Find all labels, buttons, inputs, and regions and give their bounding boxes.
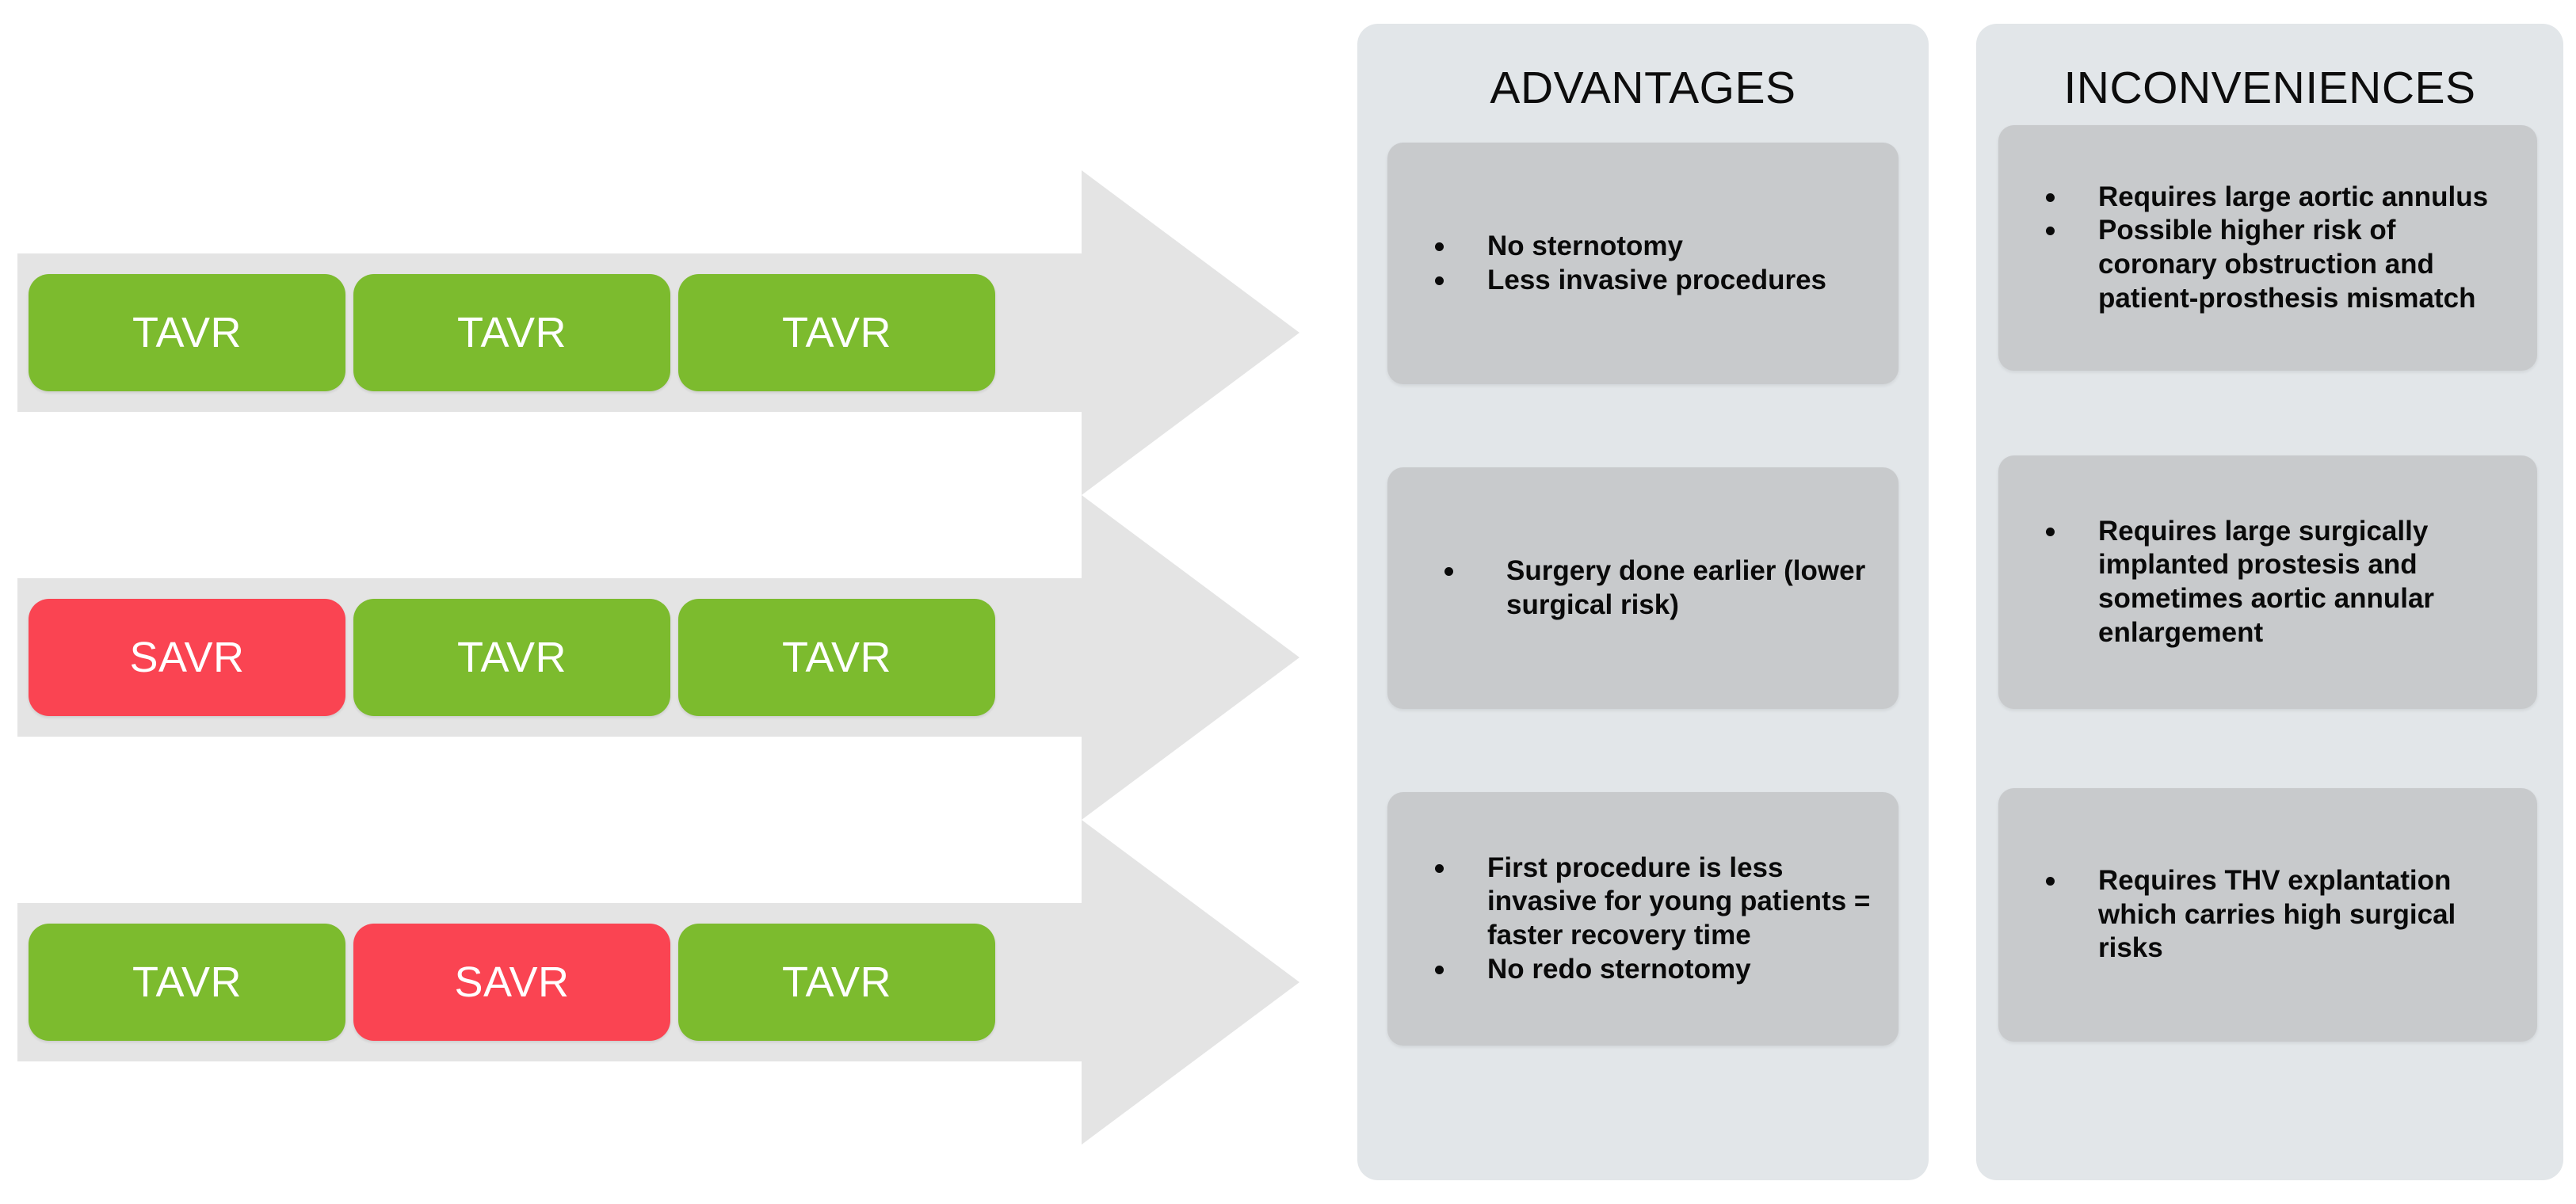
advantages-cell: Surgery done earlier (lower surgical ris…	[1387, 467, 1899, 709]
pathway-step-pill[interactable]: TAVR	[29, 274, 345, 391]
inconveniences-panel: INCONVENIENCES Requires large aortic ann…	[1976, 24, 2563, 1180]
bullet-list: No sternotomy Less invasive procedures	[1387, 230, 1899, 297]
advantages-cell: No sternotomy Less invasive procedures	[1387, 143, 1899, 384]
pathway-step-pill[interactable]: SAVR	[353, 924, 670, 1041]
inconveniences-cell: Requires large aortic annulus Possible h…	[1998, 125, 2537, 371]
bullet-list: Requires large aortic annulus Possible h…	[1998, 181, 2537, 316]
pathway-step-pill[interactable]: TAVR	[678, 599, 995, 716]
bullet-item: Requires THV explantation which carries …	[2046, 864, 2517, 966]
pathway-step-pill[interactable]: SAVR	[29, 599, 345, 716]
pathway-row-1: TAVR TAVR TAVR	[0, 170, 1315, 495]
pathway-step-pill[interactable]: TAVR	[678, 274, 995, 391]
bullet-item: Surgery done earlier (lower surgical ris…	[1444, 554, 1878, 622]
bullet-list: Requires THV explantation which carries …	[1998, 864, 2537, 966]
bullet-item: Requires large surgically implanted pros…	[2046, 515, 2517, 650]
bullet-item: No redo sternotomy	[1435, 953, 1878, 987]
bullet-item: Requires large aortic annulus	[2046, 181, 2517, 215]
pathway-steps-2: SAVR TAVR TAVR	[17, 578, 1064, 737]
advantages-panel: ADVANTAGES No sternotomy Less invasive p…	[1357, 24, 1929, 1180]
bullet-item: Possible higher risk of coronary obstruc…	[2046, 214, 2517, 315]
bullet-list: First procedure is less invasive for you…	[1387, 852, 1899, 987]
advantages-title: ADVANTAGES	[1490, 63, 1796, 113]
bullet-list: Surgery done earlier (lower surgical ris…	[1387, 554, 1899, 622]
pathway-step-pill[interactable]: TAVR	[29, 924, 345, 1041]
pathway-row-2: SAVR TAVR TAVR	[0, 495, 1315, 820]
pathway-step-pill[interactable]: TAVR	[353, 599, 670, 716]
bullet-item: First procedure is less invasive for you…	[1435, 852, 1878, 953]
treatment-pathways: TAVR TAVR TAVR SAVR TAVR TAVR TAVR SAVR …	[0, 170, 1315, 1145]
pathway-row-3: TAVR SAVR TAVR	[0, 820, 1315, 1145]
inconveniences-title: INCONVENIENCES	[2063, 63, 2476, 113]
bullet-item: Less invasive procedures	[1435, 264, 1878, 298]
inconveniences-cells: Requires large aortic annulus Possible h…	[1976, 125, 2563, 1180]
inconveniences-cell: Requires large surgically implanted pros…	[1998, 455, 2537, 709]
advantages-cells: No sternotomy Less invasive procedures S…	[1357, 143, 1929, 1180]
pathway-step-pill[interactable]: TAVR	[353, 274, 670, 391]
inconveniences-cell: Requires THV explantation which carries …	[1998, 788, 2537, 1042]
bullet-list: Requires large surgically implanted pros…	[1998, 515, 2537, 650]
pathway-step-pill[interactable]: TAVR	[678, 924, 995, 1041]
bullet-item: No sternotomy	[1435, 230, 1878, 264]
pathway-steps-3: TAVR SAVR TAVR	[17, 903, 1064, 1061]
pathway-steps-1: TAVR TAVR TAVR	[17, 253, 1064, 412]
advantages-cell: First procedure is less invasive for you…	[1387, 792, 1899, 1046]
